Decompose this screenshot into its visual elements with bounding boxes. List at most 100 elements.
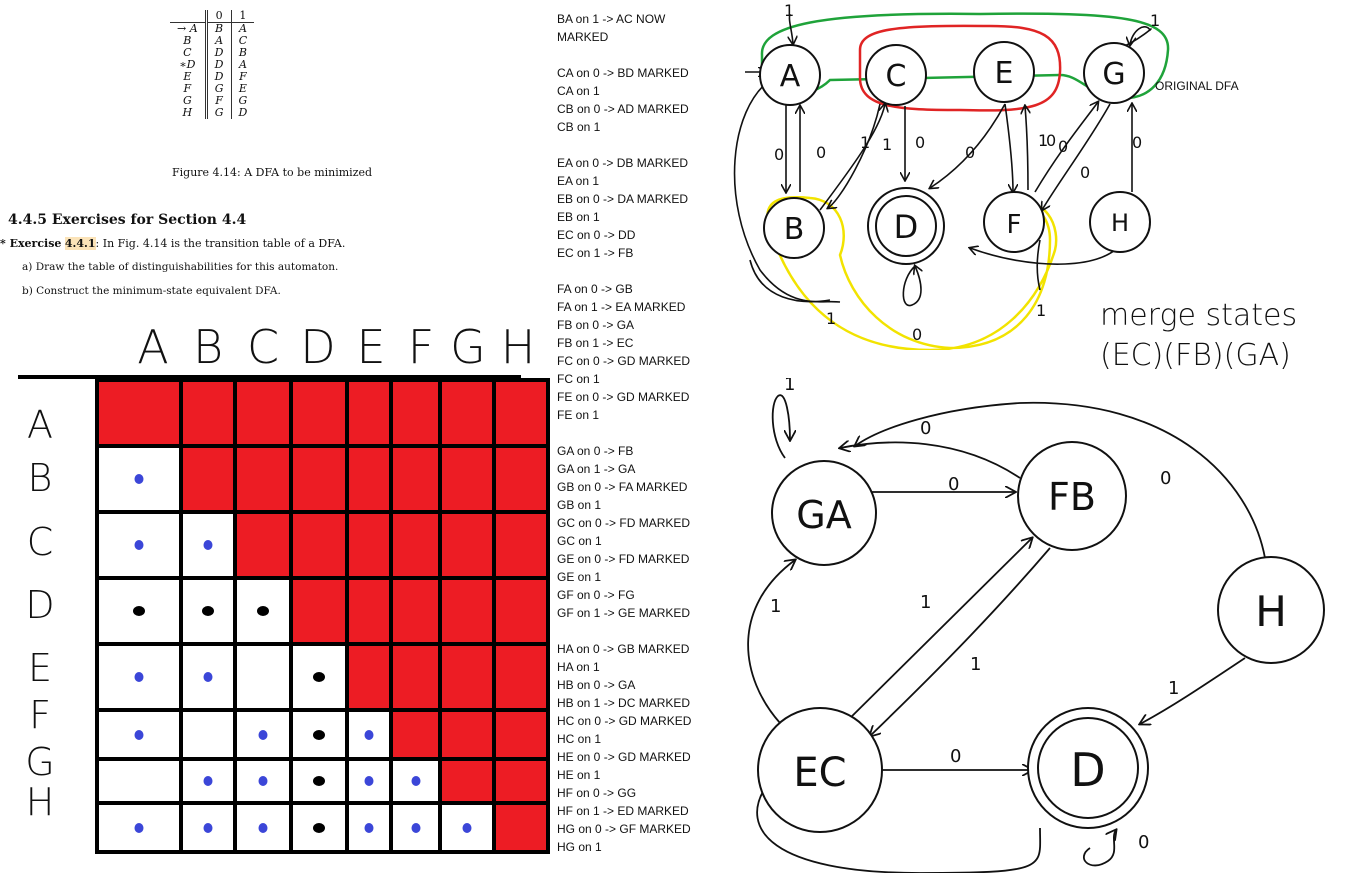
step-line: HE on 1 [557,768,601,782]
edge-label-fb-ga-0: 0 [920,418,931,439]
grid-cell-marked [389,576,442,646]
state-E-label: E [995,56,1014,91]
grid-cell-marked [438,757,496,805]
step-line: GE on 0 -> FD MARKED [557,552,690,566]
state-H: H [1217,556,1325,664]
edge-label-gf-0: 0 [1080,163,1090,182]
state-FB-label: FB [1048,475,1096,519]
blue-dot-mark [258,822,268,833]
state-B: B [763,197,825,259]
grid-cell-marked [492,510,550,580]
grid-cell-marked [438,642,496,712]
edge-label-cb-1: 1 [882,135,892,154]
grid-row-label: F [29,693,51,737]
state-C: C [865,44,927,106]
table-cell-state: F [183,82,192,95]
edge-label-ec-fb-1: 1 [920,592,931,613]
grid-cell [233,801,293,854]
step-line: HB on 1 -> DC MARKED [557,696,691,710]
edge-label-ga-self: 1 [784,378,795,395]
step-line: HA on 0 -> GB MARKED [557,642,690,656]
blue-dot-mark [462,822,472,833]
grid-cell [289,642,349,712]
grid-row [95,444,550,514]
edge-label-h-d-min-1: 1 [1168,678,1179,699]
state-E: E [973,41,1035,103]
grid-cell-marked [345,576,393,646]
state-EC: EC [757,707,883,833]
state-D-label: D [894,208,919,246]
step-line: HF on 1 -> ED MARKED [557,804,689,818]
step-line: FE on 0 -> GD MARKED [557,390,690,404]
state-EC-label: EC [793,750,846,796]
blue-dot-mark [258,776,268,786]
edge-label-d-self-min: 0 [1138,832,1149,853]
grid-cell-marked [179,378,237,448]
table-cell-on1: G [230,95,255,107]
table-cell-on0: B [204,22,231,35]
state-C-label: C [886,59,907,94]
table-cell-on0: D [204,71,231,83]
grid-top-rule [18,375,521,379]
edge-label-h-ga-0: 0 [1160,468,1171,489]
step-line: HB on 0 -> GA [557,678,636,692]
blue-dot-mark [134,672,144,682]
grid-cell-marked [492,642,550,712]
grid-cell [289,708,349,761]
grid-cell [95,757,183,805]
grid-cell [233,708,293,761]
grid-cell-marked [389,708,442,761]
state-B-label: B [784,212,805,247]
blue-dot-mark [203,540,213,550]
step-line: CB on 0 -> AD MARKED [557,102,689,116]
group-red-outline [858,24,1062,112]
table-cell-state: G [182,94,192,107]
grid-cell-marked [389,510,442,580]
edge-label-ed-0: 0 [965,143,975,162]
black-dot-mark [202,606,214,616]
step-line: HA on 1 [557,660,600,674]
edge-label-hg-0: 0 [1132,133,1142,152]
grid-cell [289,757,349,805]
figure-caption: Figure 4.14: A DFA to be minimized [172,166,373,179]
grid-cell-marked [289,378,349,448]
state-F: F [983,191,1045,253]
grid-col-label: F [407,320,435,374]
exercise-text: : In Fig. 4.14 is the transition table o… [95,237,346,250]
grid-cell-marked [389,642,442,712]
grid-cell-marked [438,510,496,580]
grid-cell-marked [438,708,496,761]
grid-row-label: B [27,456,53,500]
table-cell-state: B [183,34,192,47]
state-D-min-label: D [1070,743,1105,797]
merge-note-line1: merge states [1100,298,1298,333]
exercise-number: 4.4.1 [64,237,96,250]
blue-dot-mark [364,729,374,740]
blue-dot-mark [411,776,420,786]
grid-cell [289,801,349,854]
grid-cell-marked [345,444,393,514]
edge-label-b-a-1: 1 [826,309,836,328]
table-cell-on1: D [230,107,255,119]
grid-cell [179,757,237,805]
grid-cell [95,801,183,854]
step-line: FE on 1 [557,408,600,422]
grid-cell [389,801,442,854]
grid-cell-marked [233,510,293,580]
step-line: HC on 0 -> GD MARKED [557,714,692,728]
grid-row-label: D [25,583,55,627]
grid-row-label: C [26,520,54,564]
state-A: A [759,44,821,106]
steps-gap [557,622,737,640]
edge-label-ef-1: 1 [1038,131,1048,150]
edge-label-d-self: 0 [912,325,922,344]
grid-col-label: H [500,320,536,374]
grid-row [95,708,550,761]
grid-cell [179,801,237,854]
original-dfa-label: ORIGINAL DFA [1155,79,1239,93]
